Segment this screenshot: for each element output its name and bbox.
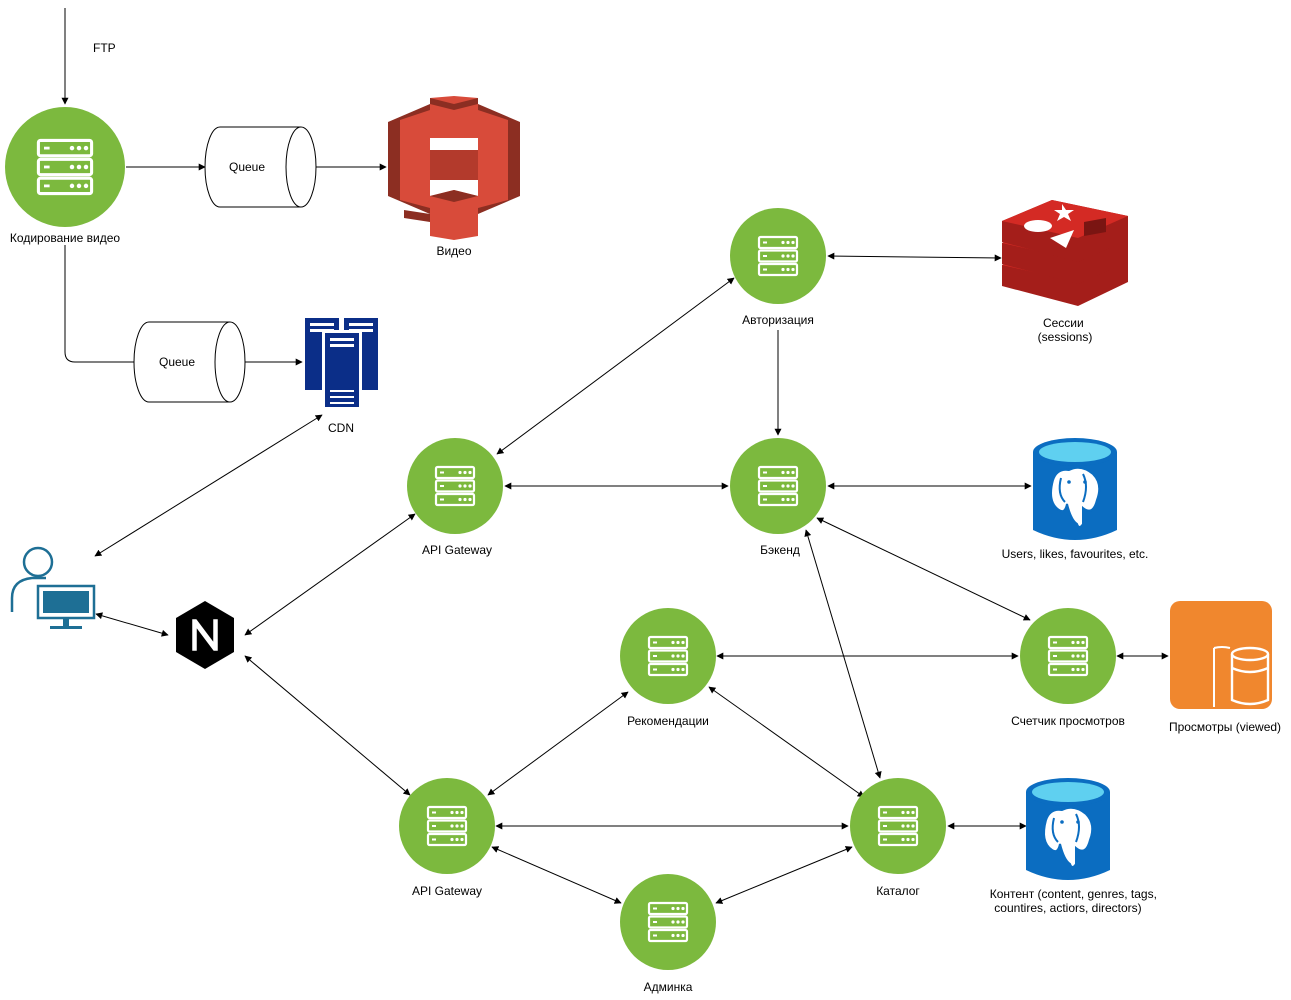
database-icon bbox=[1170, 601, 1272, 709]
service-catalog-label: Каталог bbox=[876, 884, 920, 898]
edge-auth-sessions bbox=[827, 252, 1002, 262]
service-encoding-label: Кодирование видео bbox=[10, 231, 120, 245]
service-api-gateway-top-label: API Gateway bbox=[422, 543, 492, 557]
service-encoding: Кодирование видео bbox=[5, 107, 125, 245]
service-view-counter-label: Счетчик просмотров bbox=[1011, 714, 1125, 728]
redis-icon bbox=[1002, 200, 1128, 306]
service-api-gateway-bottom-label: API Gateway bbox=[412, 884, 482, 898]
edge-apigw-auth bbox=[496, 277, 735, 455]
ftp-edge-label: FTP bbox=[93, 41, 116, 55]
content-db-label-line1: Контент (content, genres, tags, bbox=[990, 887, 1157, 901]
service-view-counter: Счетчик просмотров bbox=[1011, 608, 1125, 728]
video-storage-label: Видео bbox=[436, 244, 471, 258]
service-recommendations: Рекомендации bbox=[620, 608, 716, 728]
edge-user-nginx bbox=[95, 612, 169, 637]
queue-bottom-label: Queue bbox=[159, 355, 195, 369]
edge-encoding-queue2 bbox=[64, 245, 134, 363]
service-backend-label: Бэкенд bbox=[760, 543, 800, 557]
edge-nginx-apigw-top bbox=[244, 513, 416, 636]
edge-nginx-apigw-bottom bbox=[244, 655, 411, 796]
content-db-label-line2: countires, actiors, directors) bbox=[994, 901, 1141, 915]
edge-recs-catalog bbox=[708, 686, 865, 798]
queue-bottom: Queue bbox=[133, 321, 246, 403]
sessions-label: Сессии (sessions) bbox=[1038, 316, 1093, 344]
nginx-icon bbox=[176, 601, 234, 669]
service-auth-label: Авторизация bbox=[742, 313, 814, 327]
postgresql-icon bbox=[1025, 777, 1111, 881]
service-auth: Авторизация bbox=[730, 208, 826, 327]
service-catalog: Каталог bbox=[850, 778, 946, 898]
postgresql-icon bbox=[1032, 437, 1118, 541]
sessions-label-line2: (sessions) bbox=[1038, 330, 1093, 344]
views-db-label: Просмотры (viewed) bbox=[1169, 720, 1281, 734]
service-admin-label: Админка bbox=[644, 980, 693, 994]
edge-apigw-admin bbox=[491, 846, 622, 904]
edge-backend-counter bbox=[816, 517, 1031, 621]
service-api-gateway-bottom: API Gateway bbox=[399, 778, 495, 898]
cdn-label: CDN bbox=[328, 421, 354, 435]
edge-backend-catalog bbox=[804, 529, 882, 779]
user-computer-icon bbox=[10, 546, 96, 629]
queue-top: Queue bbox=[204, 126, 317, 208]
service-api-gateway-top: API Gateway bbox=[407, 438, 503, 557]
users-db-label: Users, likes, favourites, etc. bbox=[1002, 547, 1149, 561]
edge-cdn-user bbox=[94, 414, 323, 557]
queue-top-label: Queue bbox=[229, 160, 265, 174]
service-admin: Админка bbox=[620, 874, 716, 994]
content-db-label: Контент (content, genres, tags, countire… bbox=[990, 887, 1161, 915]
edges bbox=[61, 8, 1169, 904]
service-recommendations-label: Рекомендации bbox=[627, 714, 709, 728]
s3-bucket-icon bbox=[388, 96, 520, 240]
server-rack-icon bbox=[305, 318, 378, 410]
service-backend: Бэкенд bbox=[730, 438, 826, 557]
edge-admin-catalog bbox=[715, 846, 853, 904]
sessions-label-line1: Сессии bbox=[1043, 316, 1084, 330]
edge-apigw-recs bbox=[487, 691, 629, 796]
